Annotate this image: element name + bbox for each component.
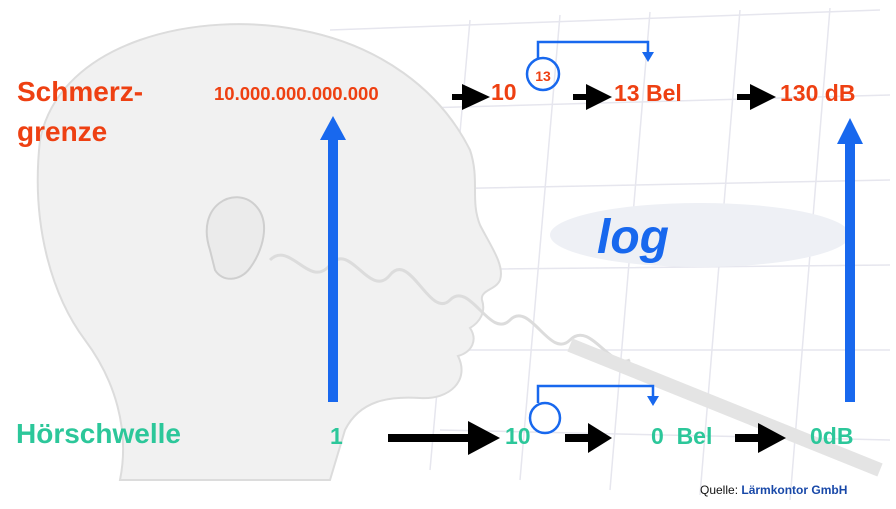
exponent-bracket-top xyxy=(536,40,650,58)
ear-outline xyxy=(205,196,265,280)
top-intensity-value: 10.000.000.000.000 xyxy=(214,83,379,104)
source-prefix: Quelle: xyxy=(700,483,739,497)
exponent-circle-top xyxy=(525,56,561,92)
bottom-exponent: 0 xyxy=(540,404,550,423)
bottom-power-base: 10 xyxy=(505,423,531,449)
top-power-base: 10 xyxy=(491,79,517,105)
top-decibel-value: 130 dB xyxy=(780,80,856,106)
bottom-intensity-value: 1 xyxy=(330,423,343,449)
arrow-right-icon xyxy=(452,84,490,110)
source-name: Lärmkontor GmbH xyxy=(741,483,848,497)
arrow-down-icon xyxy=(647,396,659,406)
top-exponent: 13 xyxy=(535,68,551,84)
hearing-threshold-label: Hörschwelle xyxy=(16,418,181,449)
speech-area-blob xyxy=(550,203,850,267)
exponent-circle-bottom xyxy=(528,401,562,435)
arrow-right-icon xyxy=(737,84,776,110)
bottom-bel-value: 0 Bel xyxy=(651,423,713,449)
head-silhouette xyxy=(36,23,502,481)
pain-threshold-label: Schmerz- grenze xyxy=(17,76,144,147)
arrow-right-icon xyxy=(573,84,612,110)
exponent-bracket-bottom xyxy=(536,384,655,403)
log-label: log xyxy=(597,211,669,264)
arrow-up-icon xyxy=(320,116,346,402)
top-bel-value: 13 Bel xyxy=(614,80,682,106)
arrow-right-icon xyxy=(388,421,500,455)
arrow-down-icon xyxy=(642,52,654,62)
arrow-up-icon xyxy=(837,118,863,402)
bottom-decibel-value: 0dB xyxy=(810,423,854,449)
tube-shape xyxy=(567,338,883,477)
source-credit: Quelle: Lärmkontor GmbH xyxy=(700,483,847,497)
arrow-right-icon xyxy=(735,423,786,453)
arrow-right-icon xyxy=(565,423,612,453)
